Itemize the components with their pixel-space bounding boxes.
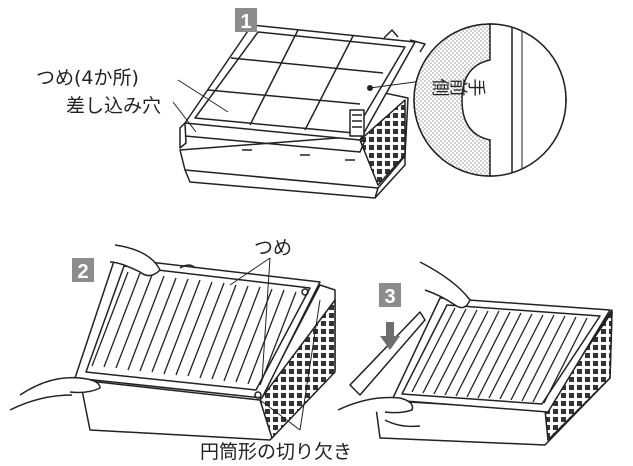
step-3-grille (391, 297, 611, 413)
step-2-notch-pointer (259, 299, 321, 431)
claws-four-label: つめ(4か所) (36, 67, 139, 89)
step-3-unit-housing (349, 309, 613, 446)
insertion-hole-label: 差し込み穴 (66, 95, 161, 117)
claw-label: つめ (254, 237, 292, 259)
step-3-number: 3 (384, 286, 395, 308)
step-2-grille (74, 257, 321, 399)
step-2-claw-pointer (229, 257, 271, 381)
step-1-unit-housing (179, 91, 409, 199)
step-2-badge: 2 (72, 258, 94, 283)
down-arrow-icon (380, 322, 400, 350)
step-2-illustration (9, 244, 336, 441)
step-1-illustration (172, 24, 446, 199)
front-side-label: 手前側 (432, 76, 486, 97)
insertion-hole-pointer (172, 101, 197, 133)
claws-pointer (177, 79, 229, 113)
front-side-zoom-detail: 手前側 (413, 23, 567, 177)
step-1-filter-frame (179, 24, 426, 161)
step-1-number: 1 (240, 11, 251, 33)
cylindrical-notch-label: 円筒形の切り欠き (200, 441, 352, 463)
step-3-hands (337, 261, 471, 428)
step-3-illustration (337, 261, 613, 446)
step-2-hands (9, 244, 196, 411)
step-3-badge: 3 (379, 283, 401, 308)
step-1-badge: 1 (235, 8, 257, 33)
step-2-number: 2 (77, 261, 88, 283)
